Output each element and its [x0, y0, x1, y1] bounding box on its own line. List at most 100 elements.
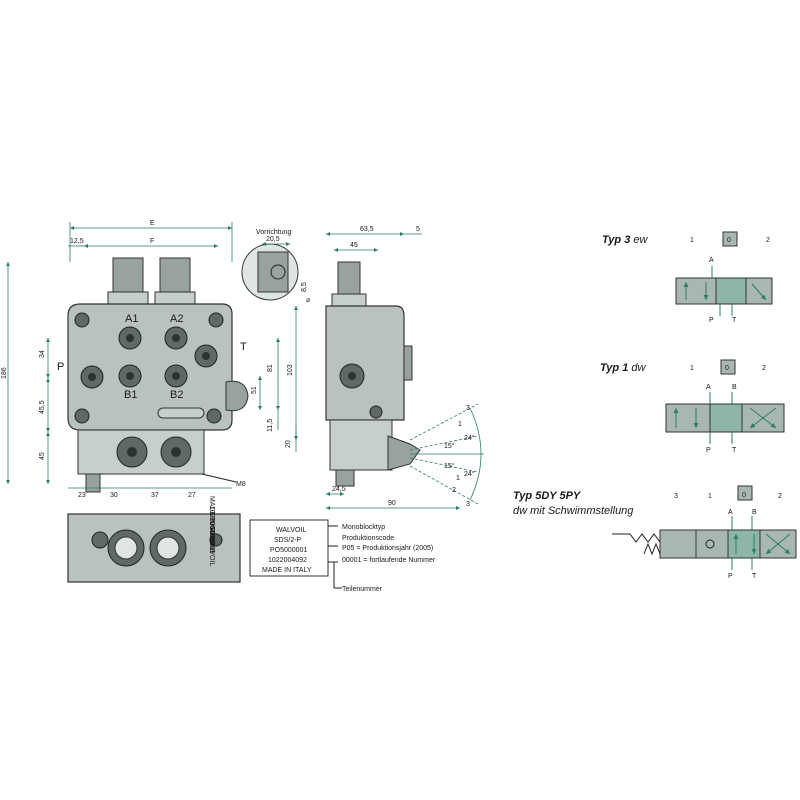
- dim-103: 103: [287, 364, 294, 376]
- angle-3a: 3: [466, 405, 470, 412]
- port-b2-core: [172, 372, 180, 380]
- side-lower-housing: [329, 419, 393, 471]
- typ3-box-center: [715, 277, 747, 305]
- typ5-subtitle: dw mit Schwimmstellung: [513, 505, 634, 517]
- typ5-pos-1: 1: [708, 493, 712, 500]
- nameplate-line-5: MADE IN ITALY: [262, 567, 312, 574]
- nameplate-line-2: SDS/2-P: [274, 537, 302, 544]
- bolt-top-left: [74, 312, 90, 328]
- angle-15b: 15°: [444, 462, 455, 470]
- typ3-arrow-3: [751, 283, 767, 301]
- lever-line-3a: [409, 403, 479, 441]
- schematic-typ5: Typ 5DY 5PY dw mit Schwimmstellung 3 1 0…: [513, 485, 797, 580]
- dim-51: 51: [251, 386, 258, 394]
- lower-spool-core-1: [127, 447, 137, 457]
- dim-30: 30: [110, 492, 118, 499]
- lever-line-1b: [409, 457, 479, 473]
- port-p-core: [88, 373, 96, 381]
- label-port-a2: A2: [170, 313, 183, 325]
- callout-produktionsjahr: P05 = Produktionsjahr (2005): [342, 545, 433, 552]
- bottom-view: WALVOIL SDS/2-P PO5000001 1022004092 MAD…: [67, 496, 241, 583]
- side-lever-boot: [387, 435, 421, 471]
- typ1-arrow-4: [749, 407, 777, 429]
- stamp-side-line-4: 1022004092: [208, 506, 215, 545]
- dim-11-5: 11,5: [267, 419, 274, 432]
- typ3-pos-2: 2: [766, 237, 770, 244]
- typ5-arrow-4: [765, 533, 791, 555]
- relief-valve-boss: [225, 380, 249, 412]
- typ1-box-center: [709, 403, 743, 433]
- typ3-box-left: [675, 277, 717, 305]
- typ1-pos-1: 1: [690, 365, 694, 372]
- port-t-core: [202, 352, 210, 360]
- callout-teilenummer: Teilenummer: [342, 586, 383, 593]
- dim-f: F: [150, 238, 154, 245]
- side-body: [325, 305, 405, 421]
- typ1-title: Typ 1 dw: [600, 362, 647, 374]
- dim-20: 20: [285, 440, 292, 448]
- typ5-port-p: P: [728, 573, 733, 580]
- nameplate: WALVOIL SDS/2-P PO5000001 1022004092 MAD…: [249, 519, 436, 593]
- typ5-box-center: [727, 529, 761, 559]
- side-port-core: [348, 372, 356, 380]
- dim-24-5: 24,5: [332, 486, 346, 493]
- dim-20-5: 20,5: [266, 236, 280, 243]
- lever-arc: [469, 407, 482, 501]
- spool-collar-2: [154, 291, 196, 305]
- spool-collar-1: [107, 291, 149, 305]
- angle-1a: 1: [458, 421, 462, 428]
- detail-vorrichtung: Vorrichtung 20,5: [241, 229, 299, 301]
- label-port-p: P: [57, 361, 64, 373]
- lever-line-1a: [409, 435, 479, 451]
- dim-12-5: 12,5: [70, 238, 84, 245]
- schematic-typ3: Typ 3 ew 1 0 2 A P T: [602, 231, 773, 324]
- typ1-pos-0: 0: [725, 365, 729, 372]
- typ3-pos-1: 1: [690, 237, 694, 244]
- typ3-port-t: T: [732, 317, 737, 324]
- typ5-pos-3: 3: [674, 493, 678, 500]
- detail-spool: [257, 251, 289, 293]
- typ1-port-p: P: [706, 447, 711, 454]
- typ5-spring-2: [643, 542, 661, 556]
- angle-3b: 3: [466, 501, 470, 508]
- angle-1b: 1: [456, 475, 460, 482]
- side-view: 63,5 45 5 ⌀ 8,5 24,5 90 3 1 24° 15° 15° …: [301, 226, 484, 510]
- typ1-box-left: [665, 403, 711, 433]
- typ5-port-a: A: [728, 509, 733, 516]
- dim-186: 186: [1, 367, 8, 379]
- dim-90: 90: [388, 500, 396, 507]
- label-m8: M8: [236, 481, 246, 488]
- port-a1-core: [126, 334, 134, 342]
- side-fitting: [335, 469, 355, 487]
- typ1-port-a: A: [706, 384, 711, 391]
- label-phi: ⌀: [306, 297, 310, 304]
- dim-45-side: 45: [350, 242, 358, 249]
- dim-e: E: [150, 220, 155, 227]
- leader-m8: [201, 473, 237, 483]
- lever-line-2: [409, 465, 479, 505]
- bolt-bottom-left: [74, 408, 90, 424]
- typ5-pos-2: 2: [778, 493, 782, 500]
- dim-63-5: 63,5: [360, 226, 374, 233]
- typ5-box-left: [695, 529, 729, 559]
- typ5-pos-0: 0: [742, 492, 746, 499]
- side-bolt: [369, 405, 383, 419]
- typ3-box-right: [745, 277, 773, 305]
- typ1-center-indicator: [720, 359, 736, 375]
- typ5-title: Typ 5DY 5PY: [513, 490, 582, 502]
- typ3-port-p: P: [709, 317, 714, 324]
- port-a2-core: [172, 334, 180, 342]
- callout-monoblocktyp: Monoblocktyp: [342, 524, 385, 531]
- typ1-port-t: T: [732, 447, 737, 454]
- label-port-a1: A1: [125, 313, 138, 325]
- bottom-port-1: [91, 531, 109, 549]
- nameplate-line-3: PO5000001: [270, 547, 307, 554]
- bolt-top-right: [208, 312, 224, 328]
- side-plug: [403, 345, 413, 381]
- typ1-pos-2: 2: [762, 365, 766, 372]
- stamp-side-line-3: PO5000001: [208, 516, 215, 553]
- dim-8-5: 8,5: [301, 282, 308, 292]
- dim-34: 34: [39, 350, 46, 358]
- nameplate-line-1: WALVOIL: [276, 527, 306, 534]
